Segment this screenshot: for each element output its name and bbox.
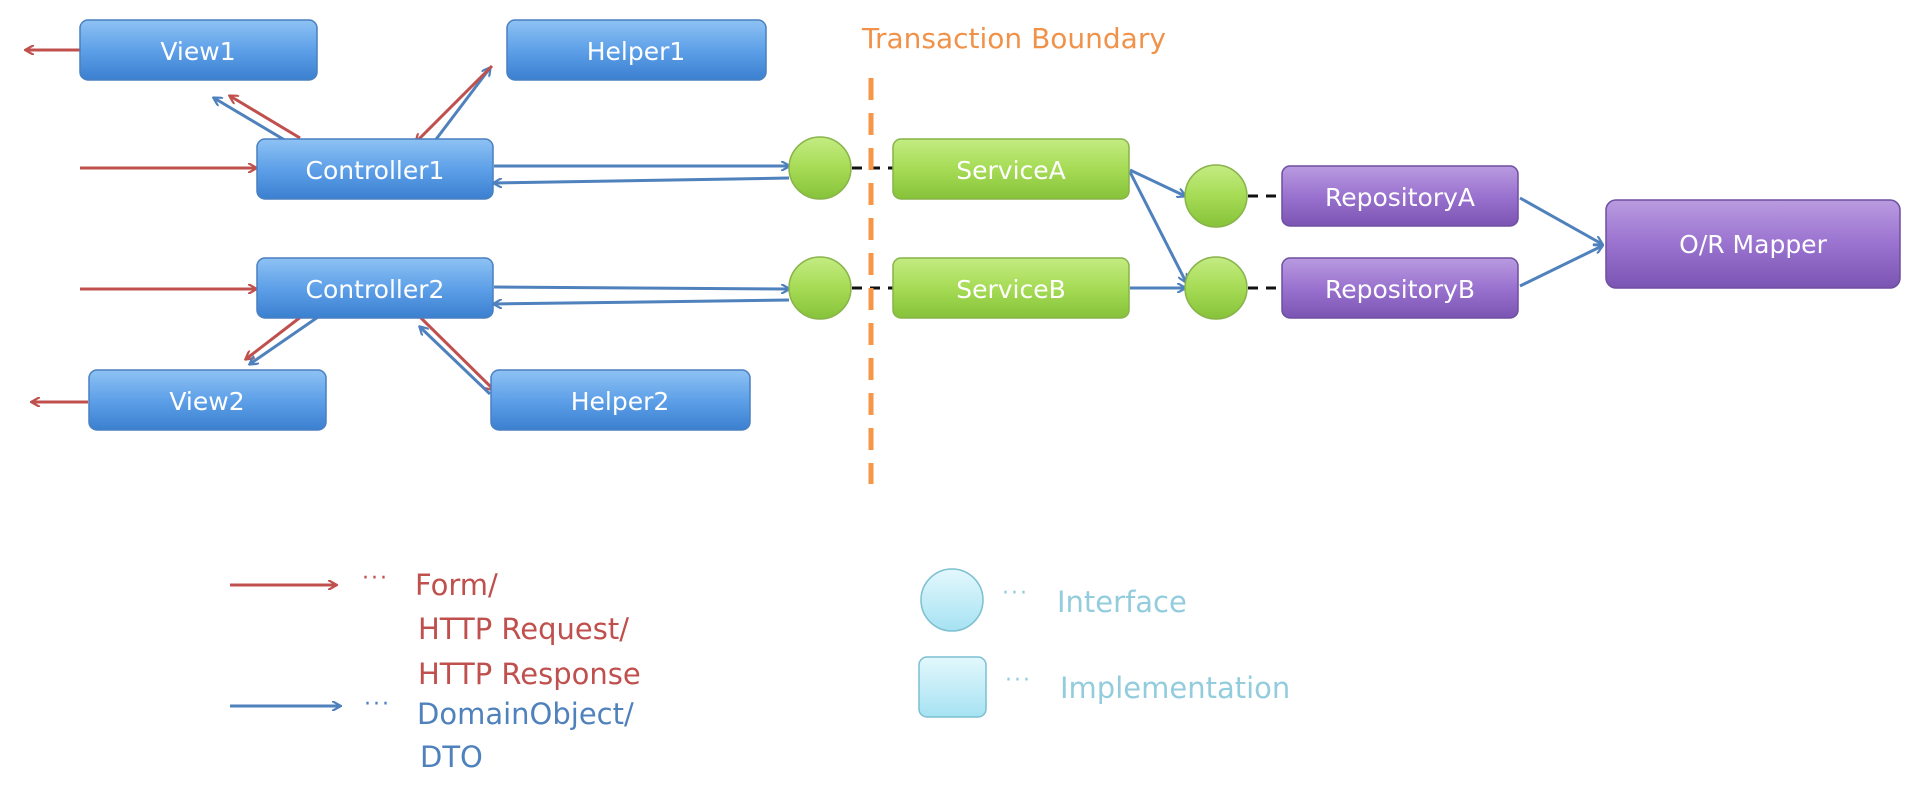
node-repository-b[interactable]: RepositoryB bbox=[1281, 257, 1519, 319]
arrow-serviceA-controller1 bbox=[494, 176, 790, 183]
arrow-controller2-view2-red bbox=[246, 314, 303, 359]
legend-implementation-label: Implementation bbox=[1060, 671, 1290, 705]
node-controller2[interactable]: Controller2 bbox=[256, 257, 494, 319]
legend-implementation-box bbox=[918, 656, 987, 718]
node-service-a[interactable]: ServiceA bbox=[892, 138, 1130, 200]
interface-service-b[interactable] bbox=[788, 256, 852, 320]
arrow-serviceA-repoA bbox=[1129, 168, 1185, 196]
helper1-label: Helper1 bbox=[587, 37, 686, 66]
arrow-controller1-view1-blue bbox=[214, 98, 289, 144]
node-helper2[interactable]: Helper2 bbox=[490, 369, 751, 431]
arrow-helper2-controller2 bbox=[420, 327, 492, 396]
arrow-controller2-serviceB bbox=[493, 287, 789, 289]
arrow-repoB-ormapper bbox=[1519, 246, 1602, 288]
legend-form-line2: HTTP Request/ bbox=[418, 612, 629, 646]
arrow-repoA-ormapper bbox=[1519, 196, 1602, 244]
interface-service-a[interactable] bbox=[788, 136, 852, 200]
legend-implementation-dots: ··· bbox=[1005, 668, 1032, 693]
controller2-label: Controller2 bbox=[306, 275, 445, 304]
legend-red-dots: ··· bbox=[362, 566, 389, 591]
connectors bbox=[26, 50, 1602, 402]
interface-repository-b[interactable] bbox=[1184, 256, 1248, 320]
legend-form-line3: HTTP Response bbox=[418, 657, 641, 691]
legend: ··· Form/ HTTP Request/ HTTP Response ··… bbox=[230, 566, 1290, 774]
view2-label: View2 bbox=[169, 387, 244, 416]
arrow-controller1-helper1 bbox=[432, 68, 490, 143]
node-or-mapper[interactable]: O/R Mapper bbox=[1605, 199, 1901, 289]
legend-domain-line1: DomainObject/ bbox=[417, 697, 634, 731]
transaction-boundary-title: Transaction Boundary bbox=[861, 22, 1166, 55]
interfaces bbox=[788, 136, 1248, 320]
controller1-label: Controller1 bbox=[306, 156, 445, 185]
node-service-b[interactable]: ServiceB bbox=[892, 257, 1130, 319]
arrow-controller2-helper2 bbox=[418, 315, 494, 390]
or-mapper-label: O/R Mapper bbox=[1679, 230, 1827, 259]
repository-a-label: RepositoryA bbox=[1325, 183, 1475, 212]
helper2-label: Helper2 bbox=[571, 387, 670, 416]
node-controller1[interactable]: Controller1 bbox=[256, 138, 494, 200]
view1-label: View1 bbox=[160, 37, 235, 66]
legend-blue-dots: ··· bbox=[364, 692, 391, 717]
interface-repository-a[interactable] bbox=[1184, 164, 1248, 228]
arrow-serviceB-controller2 bbox=[494, 298, 790, 304]
legend-interface-label: Interface bbox=[1057, 585, 1187, 619]
node-view2[interactable]: View2 bbox=[88, 369, 327, 431]
node-view1[interactable]: View1 bbox=[79, 19, 318, 81]
node-repository-a[interactable]: RepositoryA bbox=[1281, 165, 1519, 227]
repository-b-label: RepositoryB bbox=[1325, 275, 1475, 304]
legend-domain-line2: DTO bbox=[420, 740, 483, 774]
legend-interface-dots: ··· bbox=[1002, 581, 1029, 606]
service-a-label: ServiceA bbox=[956, 156, 1066, 185]
legend-form-line1: Form/ bbox=[415, 568, 498, 602]
legend-interface-circle bbox=[920, 568, 984, 632]
service-b-label: ServiceB bbox=[956, 275, 1066, 304]
arrow-serviceA-repoB bbox=[1128, 171, 1186, 282]
arrow-helper1-controller1 bbox=[416, 64, 494, 142]
arrow-controller2-view2-blue bbox=[250, 315, 319, 364]
node-helper1[interactable]: Helper1 bbox=[506, 19, 767, 81]
arrow-controller1-view1-red bbox=[230, 96, 301, 140]
